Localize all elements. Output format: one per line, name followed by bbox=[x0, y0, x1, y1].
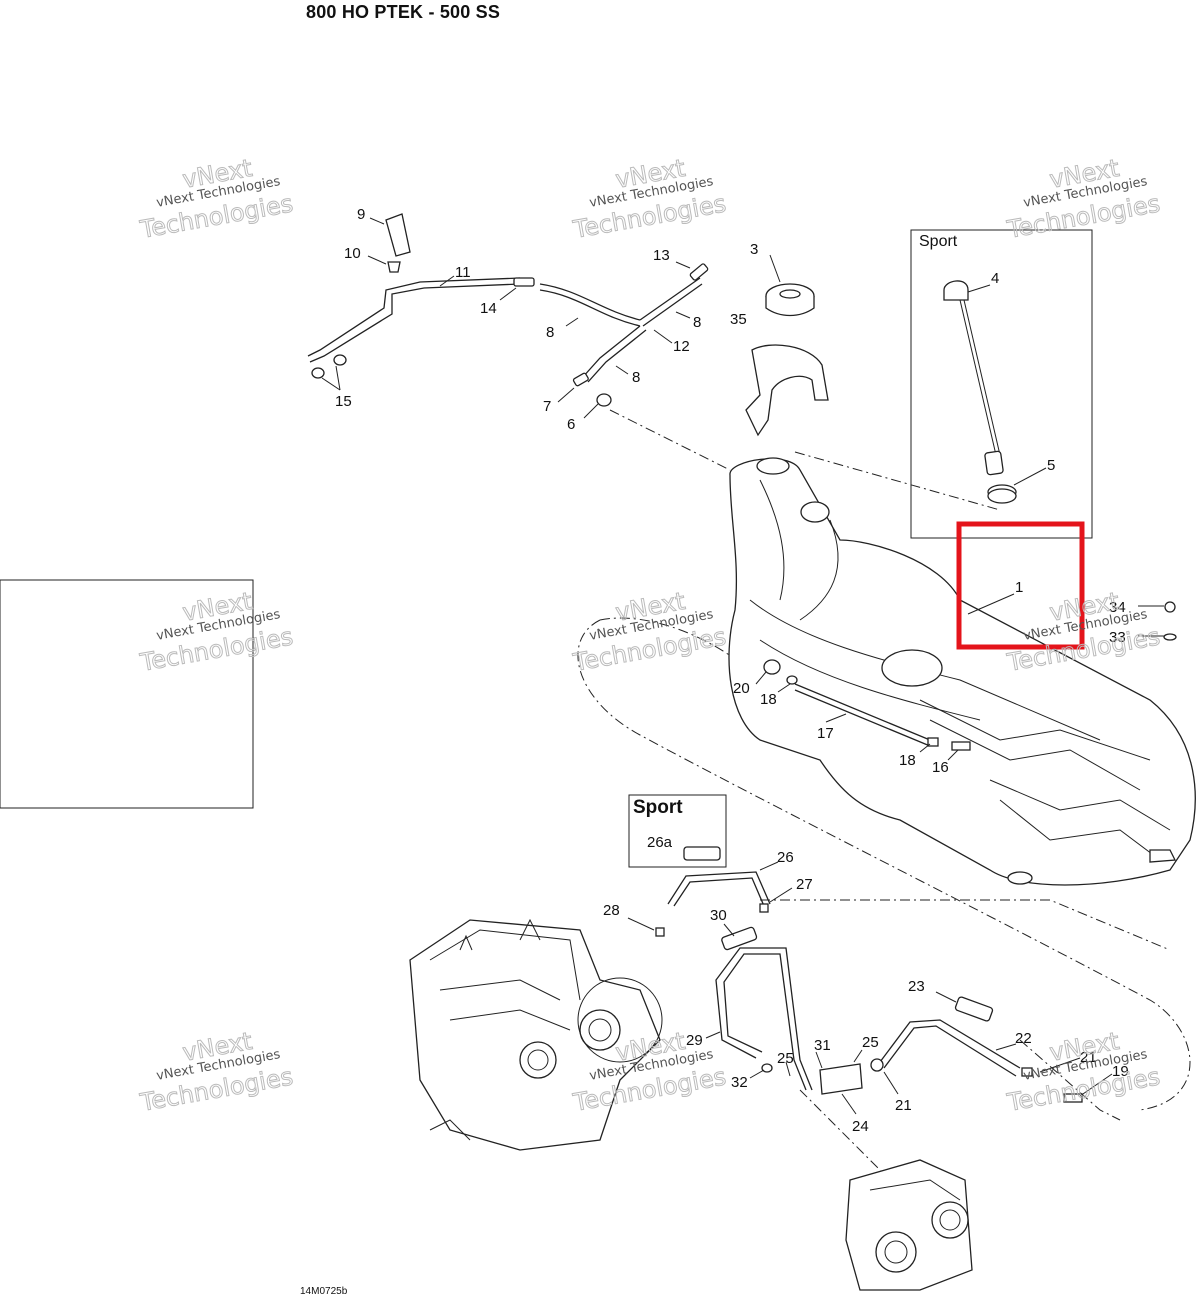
callout-10: 10 bbox=[344, 245, 361, 262]
callout-14: 14 bbox=[480, 300, 497, 317]
fuel-cap bbox=[765, 283, 815, 317]
callout-3: 3 bbox=[750, 241, 758, 258]
callout-12: 12 bbox=[673, 338, 690, 355]
callout-28: 28 bbox=[603, 902, 620, 919]
callout-20: 20 bbox=[733, 680, 750, 697]
callout-13: 13 bbox=[653, 247, 670, 264]
callout-6: 6 bbox=[567, 416, 575, 433]
callout-18a: 18 bbox=[760, 691, 777, 708]
callout-23: 23 bbox=[908, 978, 925, 995]
callout-8a: 8 bbox=[546, 324, 554, 341]
fuel-line-dashed bbox=[1019, 1039, 1121, 1121]
callout-35: 35 bbox=[730, 311, 747, 328]
sport-label-bottom: Sport bbox=[633, 797, 683, 818]
left-frame bbox=[0, 579, 254, 809]
callout-22: 22 bbox=[1015, 1030, 1032, 1047]
fuel-hoses bbox=[655, 846, 1083, 1103]
callout-9: 9 bbox=[357, 206, 365, 223]
diagram-title: 800 HO PTEK - 500 SS bbox=[306, 2, 501, 22]
vent-assembly bbox=[307, 213, 709, 407]
callout-24: 24 bbox=[852, 1118, 869, 1135]
cap-bracket bbox=[745, 344, 829, 437]
callout-17: 17 bbox=[817, 725, 834, 742]
callout-16: 16 bbox=[932, 759, 949, 776]
callout-33: 33 bbox=[1109, 629, 1126, 646]
callout-5: 5 bbox=[1047, 457, 1055, 474]
leader-lines bbox=[321, 217, 1164, 1115]
hose-dashed bbox=[760, 899, 1171, 951]
callout-21a: 21 bbox=[895, 1097, 912, 1114]
tank-outline-dashed bbox=[577, 619, 1191, 1111]
carb-dashed bbox=[799, 1089, 901, 1191]
callout-numbers: 1 3 4 5 6 7 8 8 8 9 10 11 12 13 14 15 16… bbox=[335, 206, 1129, 1135]
drawing-code: 14M0725b bbox=[300, 1286, 348, 1297]
callout-34: 34 bbox=[1109, 599, 1126, 616]
fuel-tank bbox=[728, 457, 1196, 886]
callout-8c: 8 bbox=[632, 369, 640, 386]
sport-dashed bbox=[794, 451, 1001, 511]
highlight-box bbox=[956, 521, 1085, 650]
tank-fittings bbox=[763, 601, 1177, 751]
callout-15: 15 bbox=[335, 393, 352, 410]
callout-1: 1 bbox=[1015, 579, 1023, 596]
engine bbox=[409, 918, 663, 1151]
callout-8b: 8 bbox=[693, 314, 701, 331]
callout-11: 11 bbox=[455, 264, 471, 281]
fuel-gauge-sender bbox=[943, 280, 1017, 504]
callout-30: 30 bbox=[710, 907, 727, 924]
sport-label-top: Sport bbox=[919, 233, 958, 250]
callout-27: 27 bbox=[796, 876, 813, 893]
callout-31: 31 bbox=[814, 1037, 831, 1054]
callout-26: 26 bbox=[777, 849, 794, 866]
carburetors bbox=[845, 1159, 973, 1291]
callout-26a: 26a bbox=[647, 834, 673, 851]
sport-box-top bbox=[910, 229, 1093, 539]
callout-29: 29 bbox=[686, 1032, 703, 1049]
callout-21b: 21 bbox=[1080, 1049, 1097, 1066]
callout-4: 4 bbox=[991, 270, 999, 287]
callout-19: 19 bbox=[1112, 1063, 1129, 1080]
sport-box-bottom bbox=[628, 794, 727, 868]
callout-25b: 25 bbox=[862, 1034, 879, 1051]
callout-25a: 25 bbox=[777, 1050, 794, 1067]
callout-18b: 18 bbox=[899, 752, 916, 769]
callout-7: 7 bbox=[543, 398, 551, 415]
vent-dashed bbox=[609, 409, 731, 471]
callout-32: 32 bbox=[731, 1074, 748, 1091]
